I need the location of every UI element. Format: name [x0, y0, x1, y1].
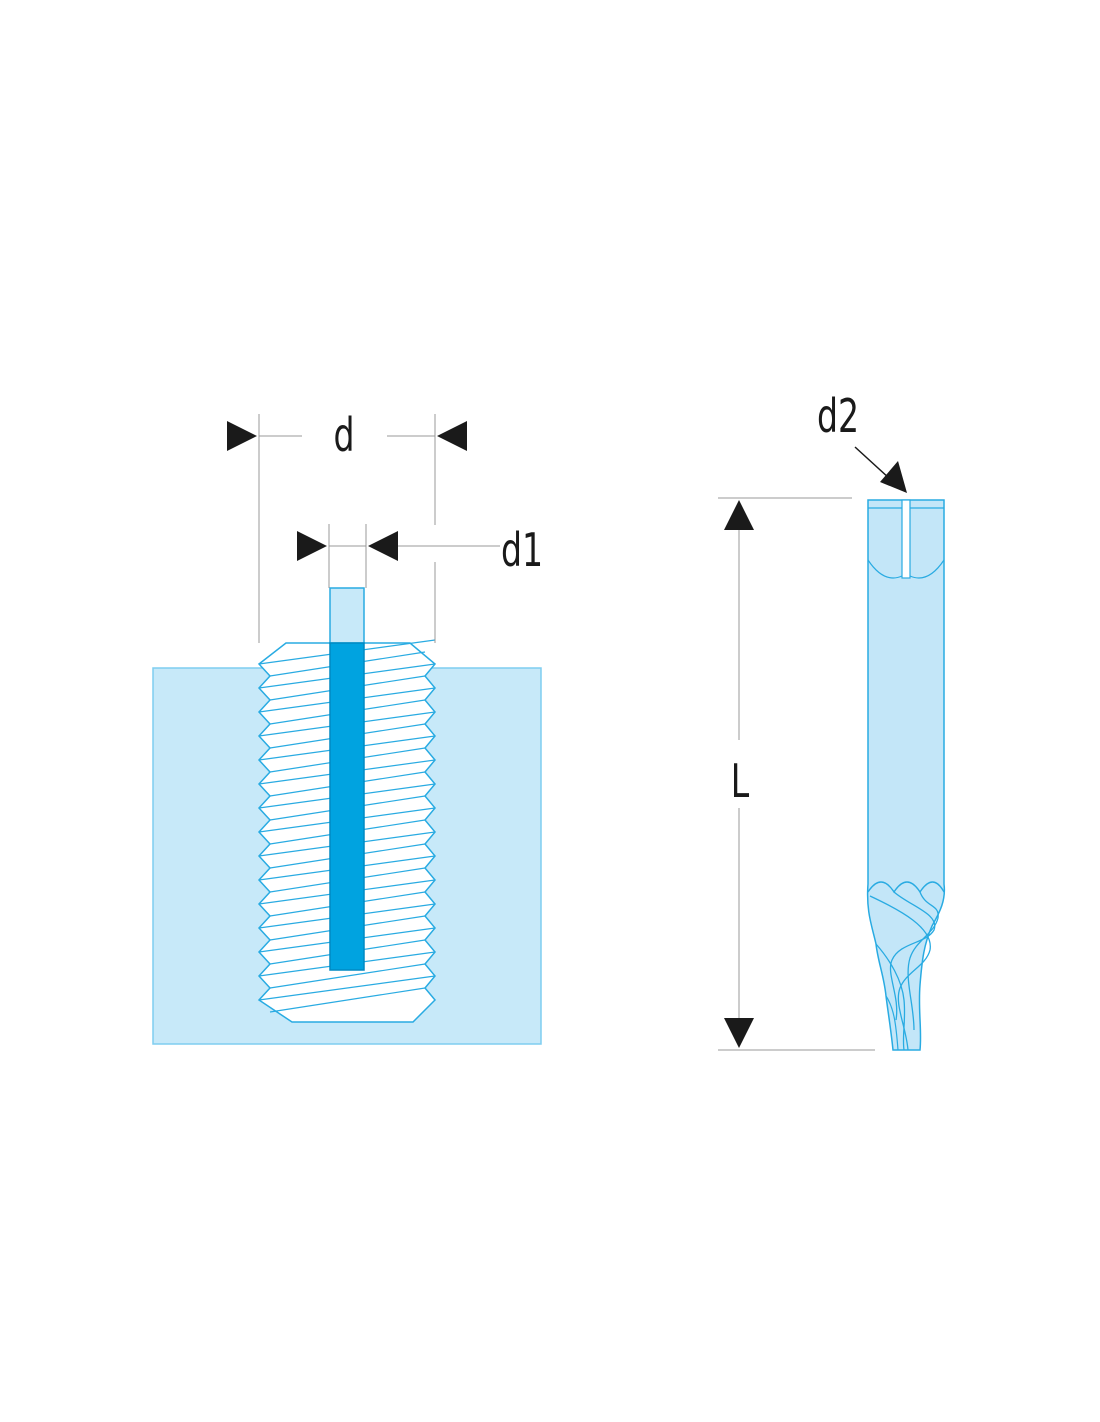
arrow-d1-right	[368, 531, 398, 561]
thread-crest-line	[258, 975, 436, 1001]
dimension-L: L	[718, 497, 875, 1051]
broken-stud-top	[329, 587, 365, 644]
broken-stud-body	[329, 642, 365, 971]
flute-crown	[867, 881, 945, 894]
hex-facet-right	[909, 559, 945, 579]
leader-line-d2	[854, 446, 891, 480]
dimension-d1: d1	[297, 524, 543, 643]
flute-line-5	[885, 995, 899, 1051]
hex-center-flat	[901, 499, 911, 579]
label-L: L	[731, 756, 750, 809]
dimension-d: d	[227, 410, 467, 643]
hex-facet-left	[867, 559, 903, 579]
arrow-d-left	[227, 421, 257, 451]
arrow-d1-left	[297, 531, 327, 561]
flute-line-4	[875, 943, 906, 1051]
dimension-d2: d2	[817, 391, 907, 493]
thread-root-line	[269, 987, 426, 1013]
workpiece-figure	[152, 587, 542, 1045]
extractor-tool	[866, 499, 946, 1051]
thread-root-line	[269, 963, 426, 989]
label-d2: d2	[817, 391, 859, 444]
flute-line-3	[907, 891, 939, 1031]
flute-line-1	[869, 895, 931, 1051]
tool-body	[866, 499, 946, 1051]
arrow-d-right	[437, 421, 467, 451]
label-d1: d1	[501, 525, 543, 578]
flute-line-2	[889, 891, 936, 1021]
arrow-d2	[880, 461, 907, 493]
arrow-L-bottom	[724, 1018, 754, 1048]
arrow-L-top	[724, 500, 754, 530]
label-d: d	[333, 410, 354, 463]
